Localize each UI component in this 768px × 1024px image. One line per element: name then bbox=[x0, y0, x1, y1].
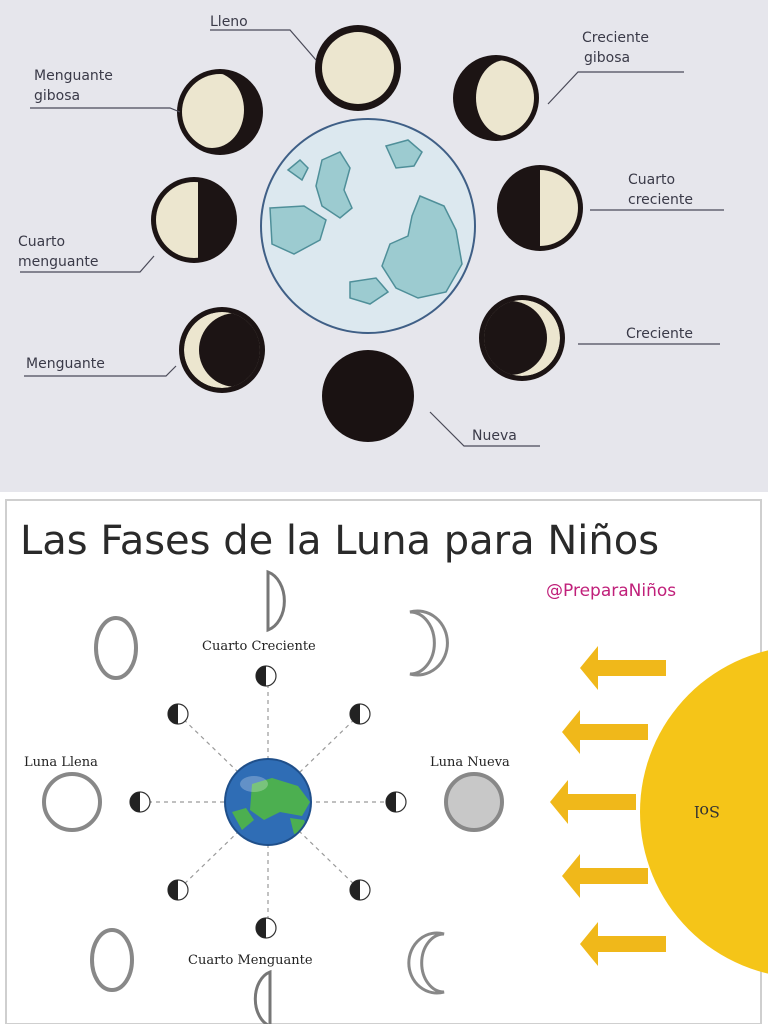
moon-phases-infographic-panel: Las Fases de la Luna para Niños @Prepara… bbox=[0, 492, 768, 1024]
phase-crescent-bottom-right bbox=[407, 931, 445, 995]
orbit-moon-bottom-right bbox=[349, 879, 371, 901]
label-cuarto-creciente: Cuarto Creciente bbox=[202, 639, 316, 654]
leader-lines bbox=[20, 29, 724, 447]
label-creciente-gibosa-line1: Creciente bbox=[582, 30, 649, 46]
orbit-moon-top bbox=[255, 665, 277, 687]
sunlight-arrow bbox=[580, 646, 666, 690]
moon-menguante bbox=[179, 307, 265, 393]
sunlight-arrow bbox=[562, 854, 648, 898]
sunlight-arrows bbox=[550, 646, 666, 966]
moon-phases-infographic: Las Fases de la Luna para Niños @Prepara… bbox=[5, 499, 768, 1024]
label-creciente: Creciente bbox=[626, 326, 693, 342]
moon-nueva bbox=[322, 350, 414, 442]
label-luna-llena: Luna Llena bbox=[24, 755, 98, 770]
credit-text: @PreparaNiños bbox=[546, 581, 676, 601]
felt-moon-phases-diagram: Lleno Creciente gibosa Menguante gibosa … bbox=[18, 14, 724, 447]
label-nueva: Nueva bbox=[472, 428, 517, 444]
label-cuarto-menguante-line2: menguante bbox=[18, 254, 98, 270]
phase-gibbous-top-left bbox=[94, 616, 138, 680]
label-creciente-gibosa-line2: gibosa bbox=[584, 50, 630, 66]
orbit-moon-top-left bbox=[167, 703, 189, 725]
moon-creciente-gibosa bbox=[453, 55, 539, 141]
infographic-title: Las Fases de la Luna para Niños bbox=[20, 518, 659, 564]
sun-label: Sol bbox=[694, 802, 720, 821]
earth-globe bbox=[224, 758, 312, 846]
sunlight-arrow bbox=[562, 710, 648, 754]
moon-lleno bbox=[315, 25, 401, 111]
label-menguante: Menguante bbox=[26, 356, 105, 372]
apparent-phases bbox=[42, 569, 504, 1024]
sunlight-arrow bbox=[550, 780, 636, 824]
label-menguante-gibosa-line2: gibosa bbox=[34, 88, 80, 104]
moon-cuarto-creciente bbox=[497, 165, 583, 251]
earth-drawing bbox=[260, 118, 476, 334]
label-cuarto-creciente-line2: creciente bbox=[628, 192, 693, 208]
phase-cuarto-creciente-top bbox=[266, 569, 286, 633]
label-cuarto-menguante-line1: Cuarto bbox=[18, 234, 65, 250]
orbit-moon-left bbox=[129, 791, 151, 813]
moon-cuarto-menguante bbox=[151, 177, 237, 263]
sun: Sol bbox=[640, 650, 768, 974]
label-menguante-gibosa-line1: Menguante bbox=[34, 68, 113, 84]
phase-cuarto-menguante-bottom bbox=[253, 969, 272, 1024]
felt-moon-phases-panel: Lleno Creciente gibosa Menguante gibosa … bbox=[0, 0, 768, 492]
label-lleno: Lleno bbox=[210, 14, 248, 30]
label-luna-nueva: Luna Nueva bbox=[430, 755, 510, 770]
phase-luna-llena bbox=[42, 772, 102, 832]
orbit-moon-top-right bbox=[349, 703, 371, 725]
moon-menguante-gibosa bbox=[177, 69, 263, 155]
moon-creciente bbox=[479, 295, 565, 381]
orbit-moons bbox=[129, 665, 407, 939]
phase-crescent-top-right bbox=[409, 609, 449, 677]
orbit-moon-bottom-left bbox=[167, 879, 189, 901]
orbit-moon-bottom bbox=[255, 917, 277, 939]
phase-luna-nueva bbox=[444, 772, 504, 832]
label-cuarto-menguante: Cuarto Menguante bbox=[188, 953, 313, 968]
orbit-moon-right bbox=[385, 791, 407, 813]
phase-gibbous-bottom-left bbox=[90, 928, 134, 992]
label-cuarto-creciente-line1: Cuarto bbox=[628, 172, 675, 188]
sunlight-arrow bbox=[580, 922, 666, 966]
